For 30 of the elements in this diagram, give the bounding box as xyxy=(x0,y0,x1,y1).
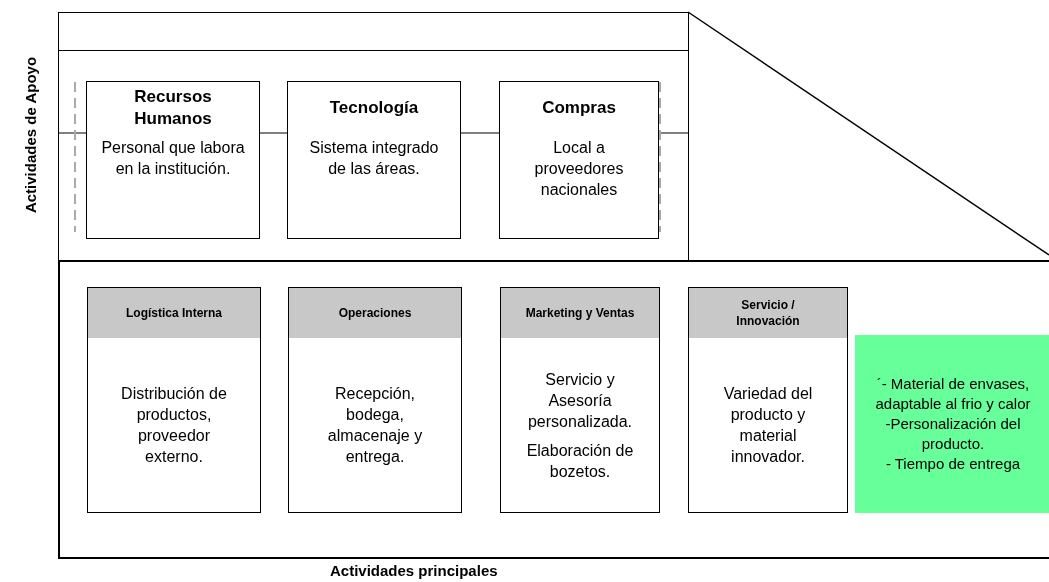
activity-card xyxy=(688,287,848,513)
activity-card xyxy=(287,81,461,239)
card-text: Local a proveedores nacionales xyxy=(533,138,625,200)
highlight-text: - Tiempo de entrega xyxy=(884,454,1022,474)
activity-card xyxy=(499,81,659,239)
activity-card xyxy=(288,287,462,513)
card-text: Servicio y Asesoría personalizada. xyxy=(526,369,634,432)
card-heading: Operaciones xyxy=(289,288,461,338)
primary-activities-panel xyxy=(58,260,1049,559)
activity-card xyxy=(500,287,660,513)
card-heading: Tecnología xyxy=(328,97,420,119)
activity-card xyxy=(87,287,261,513)
axis-label: Actividades de Apoyo xyxy=(21,56,39,214)
card-text: Personal que labora en la institución. xyxy=(100,138,246,179)
axis-label: Actividades principales xyxy=(330,562,498,579)
card-text: Recepción, bodega, almacenaje y entrega. xyxy=(326,384,424,467)
highlight-text: -Personalización del producto. xyxy=(884,414,1022,454)
card-text: Variedad del producto y material innovador. xyxy=(722,384,814,467)
card-heading: Marketing y Ventas xyxy=(501,288,659,338)
card-text: Distribución de productos, proveedor externo. xyxy=(120,384,228,467)
highlight-text: ´- Material de envases, adaptable al frio y calor xyxy=(874,374,1032,414)
activity-card xyxy=(86,81,260,239)
support-activities-panel xyxy=(58,12,689,261)
card-heading: Logística Interna xyxy=(88,288,260,338)
card-heading: Recursos Humanos xyxy=(133,86,213,130)
card-heading: Servicio / Innovación xyxy=(689,288,847,338)
highlight-box xyxy=(855,335,1049,513)
card-text: Elaboración de bozetos. xyxy=(525,440,635,482)
card-text: Sistema integrado de las áreas. xyxy=(308,138,440,179)
card-heading: Compras xyxy=(541,97,617,119)
